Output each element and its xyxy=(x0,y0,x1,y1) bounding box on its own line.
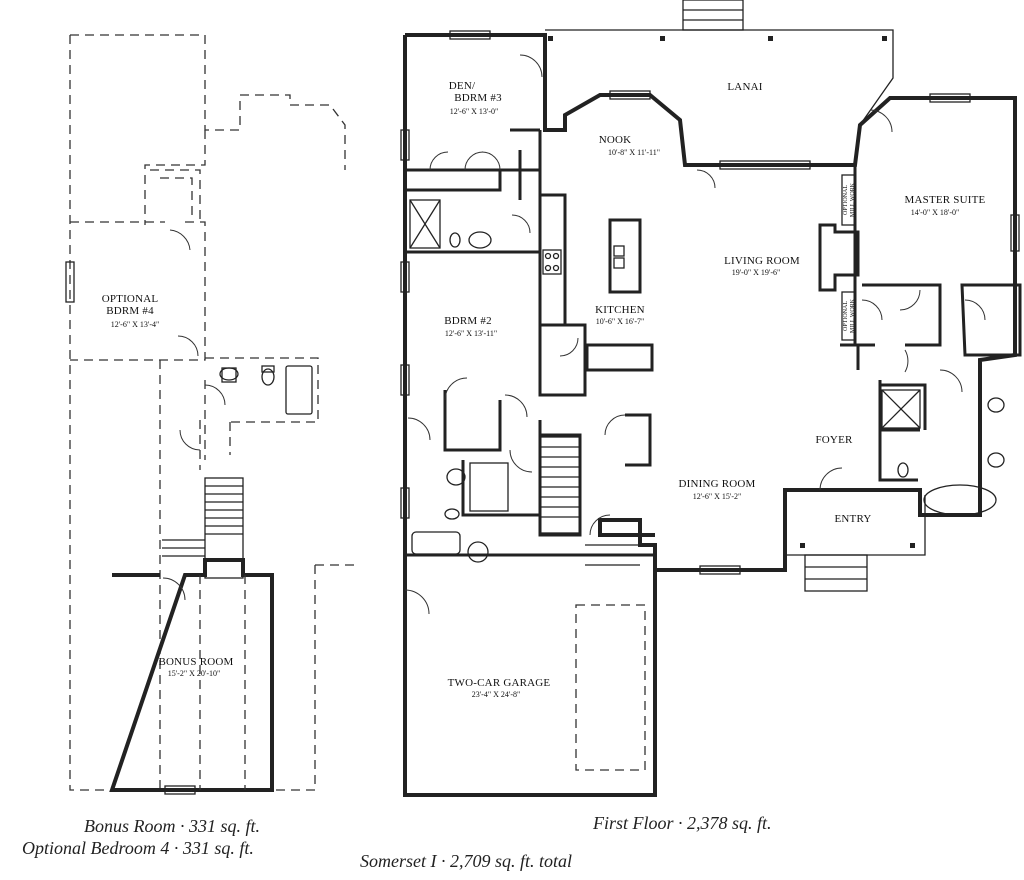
first-floor-plan xyxy=(400,0,1022,797)
optional-bdrm4-label-line2: BDRM #4 xyxy=(106,305,154,317)
foyer-label: FOYER xyxy=(815,434,853,446)
first-floor-area-caption: First Floor · 2,378 sq. ft. xyxy=(593,813,772,833)
bonus-room-area-caption: Bonus Room · 331 sq. ft. xyxy=(84,816,261,836)
garage-dimensions: 23'-4" X 24'-8" xyxy=(472,690,521,699)
room-labels: DEN/ BDRM #3 12'-6" X 13'-0" LANAI NOOK … xyxy=(102,80,986,699)
upper-floor-plan xyxy=(65,34,355,795)
kitchen-dimensions: 10'-6" X 16'-7" xyxy=(596,317,645,326)
nook-label: NOOK xyxy=(599,134,632,146)
millwork-label-upper: OPTIONAL MILL WORK xyxy=(843,182,856,217)
lanai-label: LANAI xyxy=(727,81,762,93)
bdrm2-label: BDRM #2 xyxy=(444,315,492,327)
optional-bedroom-area-caption: Optional Bedroom 4 · 331 sq. ft. xyxy=(22,838,254,858)
svg-text:OPTIONAL: OPTIONAL xyxy=(843,301,849,331)
bonus-room-dimensions: 15'-2" X 20'-10" xyxy=(168,669,221,678)
millwork-label-lower: OPTIONAL MILL WORK xyxy=(843,298,856,333)
upper-stairs xyxy=(204,477,244,579)
svg-text:MILL WORK: MILL WORK xyxy=(850,298,856,333)
entry-label: ENTRY xyxy=(834,513,871,525)
nook-dimensions: 10'-8" X 11'-11" xyxy=(608,148,660,157)
den-dimensions: 12'-6" X 13'-0" xyxy=(450,107,499,116)
garage-label: TWO-CAR GARAGE xyxy=(448,677,551,689)
dining-room-label: DINING ROOM xyxy=(678,478,755,490)
master-suite-dimensions: 14'-0" X 18'-0" xyxy=(911,208,960,217)
bonus-room-label: BONUS ROOM xyxy=(158,656,233,668)
master-suite-label: MASTER SUITE xyxy=(905,194,986,206)
svg-text:OPTIONAL: OPTIONAL xyxy=(843,185,849,215)
first-floor-stair-treads xyxy=(540,446,640,566)
optional-bdrm4-dimensions: 12'-6" X 13'-4" xyxy=(111,320,160,329)
svg-text:MILL WORK: MILL WORK xyxy=(850,182,856,217)
den-label-line1: DEN/ xyxy=(449,80,476,92)
den-label-line2: BDRM #3 xyxy=(454,92,502,104)
living-room-label: LIVING ROOM xyxy=(724,255,800,267)
upper-stair-treads xyxy=(162,485,243,557)
dining-room-dimensions: 12'-6" X 15'-2" xyxy=(693,492,742,501)
kitchen-label: KITCHEN xyxy=(595,304,645,316)
total-area-caption: Somerset I · 2,709 sq. ft. total xyxy=(360,851,572,871)
living-room-dimensions: 19'-0" X 19'-6" xyxy=(732,268,781,277)
first-floor-stairs xyxy=(539,436,581,534)
optional-bdrm4-label-line1: OPTIONAL xyxy=(102,293,159,305)
bdrm2-dimensions: 12'-6" X 13'-11" xyxy=(445,329,497,338)
